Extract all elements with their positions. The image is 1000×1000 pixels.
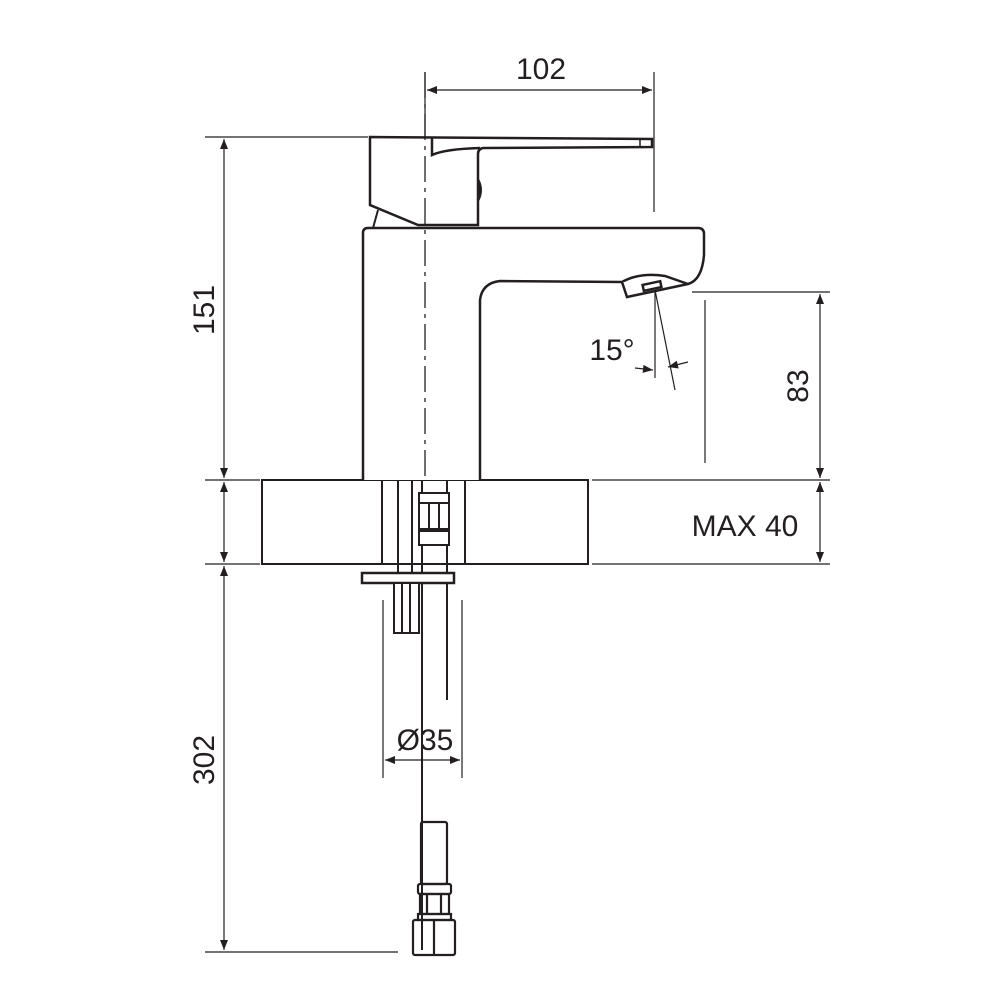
- lever-handle: [368, 135, 654, 229]
- dimension-lines: [205, 72, 830, 953]
- dim-hole-diameter: Ø35: [397, 724, 454, 757]
- dim-spout-height: 83: [782, 369, 815, 402]
- hose-fitting: [411, 820, 457, 957]
- dim-handle-reach: 102: [516, 53, 566, 86]
- dim-max-counter: MAX 40: [692, 510, 799, 543]
- faucet-body: [361, 226, 706, 480]
- dim-total-height: 151: [188, 285, 221, 335]
- dim-hose-length: 302: [188, 735, 221, 785]
- dim-spout-angle: 15°: [589, 334, 634, 367]
